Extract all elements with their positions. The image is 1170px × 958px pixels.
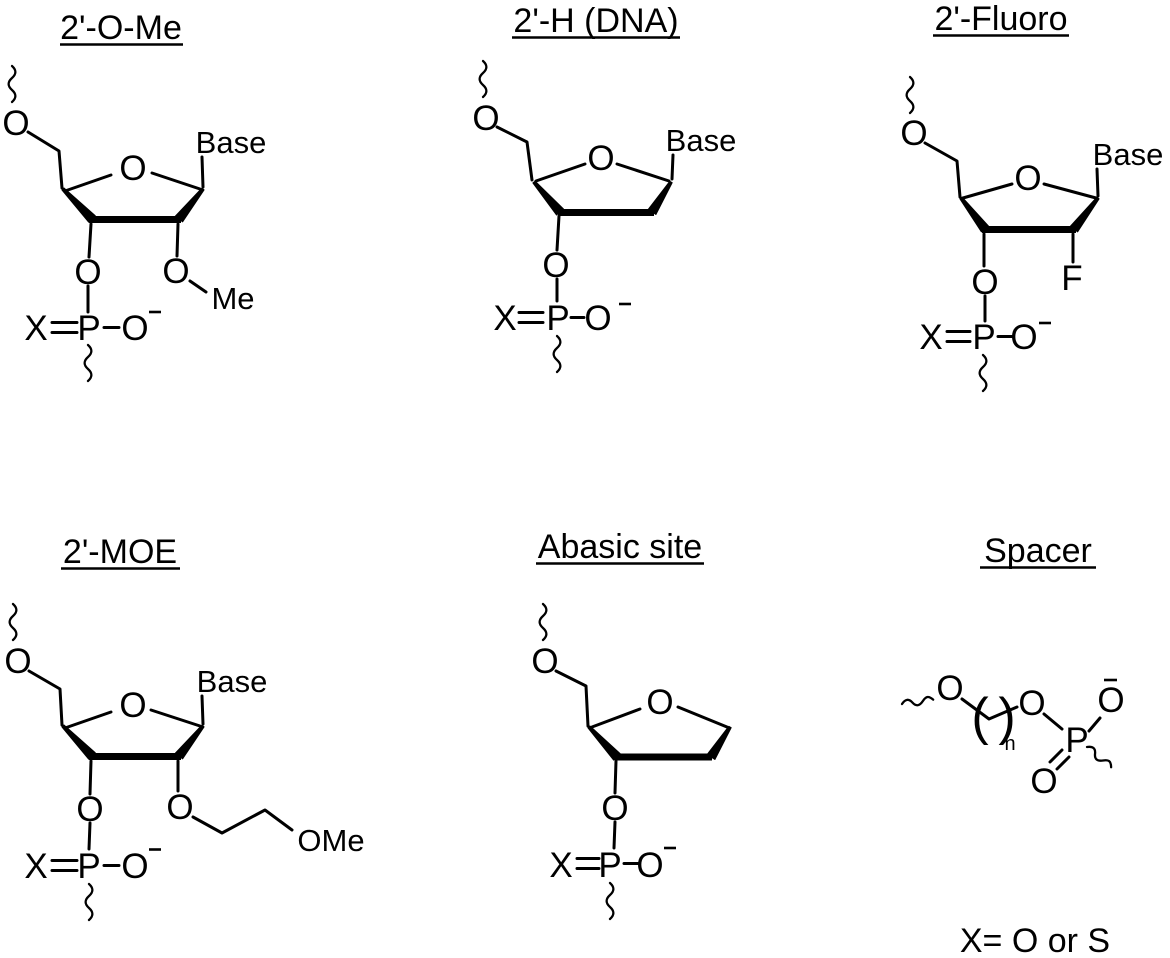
structure-abasic-site: Abasic site O O O X P O — [531, 528, 732, 921]
atom-p: P — [972, 318, 995, 357]
squiggle-5prime-bond — [7, 64, 17, 104]
structure-2-fluoro: 2'-Fluoro O O Base F O X P O — [900, 0, 1164, 393]
squiggle-phosphate-bond — [552, 334, 562, 374]
base-label: Base — [666, 123, 737, 158]
wedge-bond-c1-c2 — [1069, 196, 1100, 233]
atom-o5prime: O — [472, 99, 499, 138]
squiggle-5prime-bond — [478, 59, 488, 99]
atom-x: X — [549, 846, 572, 885]
bonds — [960, 697, 1102, 771]
wedge-bond-c4-c3 — [61, 724, 96, 760]
atom-ring-oxygen: O — [119, 686, 146, 725]
structure-title: 2'-Fluoro — [934, 0, 1067, 38]
base-label: Base — [196, 125, 267, 160]
bonds — [26, 130, 208, 334]
atom-o2prime: O — [162, 252, 189, 291]
squiggle-5prime-bond — [538, 602, 548, 642]
atom-o5prime: O — [4, 642, 31, 681]
atom-p: P — [1065, 721, 1088, 760]
structure-title: 2'-H (DNA) — [513, 2, 678, 40]
atom-ring-oxygen: O — [1014, 159, 1041, 198]
squiggle-5prime-bond — [8, 602, 18, 642]
atom-p: P — [546, 299, 569, 338]
atom-o-left: O — [936, 669, 963, 708]
structure-title: Abasic site — [538, 528, 702, 566]
atom-x: X — [493, 299, 516, 338]
atom-o-phosphate: O — [121, 847, 148, 886]
atom-o5prime: O — [900, 114, 927, 153]
atom-o3prime: O — [542, 246, 569, 285]
paren-left: ( — [971, 688, 989, 746]
atom-o-phosphate: O — [1010, 318, 1037, 357]
structure-title: 2'-MOE — [63, 533, 177, 571]
wedge-bond-c1-c2 — [706, 725, 732, 760]
atom-x: X — [24, 309, 47, 348]
atom-o-mid: O — [1018, 684, 1045, 723]
structure-spacer: Spacer O ( ) n O P O O — [900, 532, 1125, 801]
atom-o3prime: O — [971, 263, 998, 302]
atom-ring-oxygen: O — [587, 139, 614, 178]
structure-title: 2'-O-Me — [60, 9, 182, 47]
bonds — [27, 669, 294, 872]
atom-o-double: O — [1030, 762, 1057, 801]
atom-p: P — [598, 846, 621, 885]
base-label: Base — [197, 664, 268, 699]
atom-o3prime: O — [76, 790, 103, 829]
bonds — [554, 669, 729, 870]
squiggle-right-bond — [1085, 745, 1113, 769]
squiggle-phosphate-bond — [605, 881, 615, 921]
atom-x: X — [919, 318, 942, 357]
atom-o2prime: O — [166, 788, 193, 827]
wedge-bond-c1-c2 — [174, 724, 205, 760]
subscript-n: n — [1004, 733, 1015, 755]
squiggle-phosphate-bond — [83, 343, 93, 383]
atom-o-phosphate: O — [121, 309, 148, 348]
wedge-bond-c4-c3 — [61, 187, 96, 223]
substituent-2prime-fluorine: F — [1061, 259, 1082, 298]
structure-2-moe: 2'-MOE O O Base O X P O O OMe — [4, 533, 365, 922]
bonds — [923, 141, 1100, 343]
bonds — [495, 125, 675, 324]
substituent-2prime-methoxyethyl: OMe — [297, 823, 364, 858]
structure-2-h-dna: 2'-H (DNA) O O Base O X P O — [472, 2, 737, 374]
substituent-2prime: Me — [211, 281, 254, 316]
atom-x: X — [24, 847, 47, 886]
base-label: Base — [1093, 137, 1164, 172]
squiggle-5prime-bond — [905, 75, 915, 115]
atom-o3prime: O — [601, 789, 628, 828]
footnote-x-definition: X= O or S — [960, 922, 1110, 958]
atom-o5prime: O — [2, 104, 29, 143]
squiggle-phosphate-bond — [84, 882, 94, 922]
atom-o3prime: O — [74, 253, 101, 292]
atom-o-minus: O — [1097, 681, 1124, 720]
atom-p: P — [77, 847, 100, 886]
atom-p: P — [77, 309, 100, 348]
wedge-bond-c1-c2 — [647, 180, 673, 215]
structure-2-o-me: 2'-O-Me O O Base O X P O O Me — [2, 9, 267, 383]
wedge-bond-c1-c2 — [174, 187, 205, 223]
atom-o-phosphate: O — [584, 299, 611, 338]
paren-right: ) — [998, 688, 1015, 746]
atom-ring-oxygen: O — [119, 149, 146, 188]
squiggle-left-bond — [900, 695, 935, 707]
structure-title: Spacer — [984, 532, 1092, 570]
squiggle-phosphate-bond — [978, 353, 988, 393]
atom-ring-oxygen: O — [646, 683, 673, 722]
atom-o5prime: O — [531, 642, 558, 681]
atom-o-phosphate: O — [636, 846, 663, 885]
